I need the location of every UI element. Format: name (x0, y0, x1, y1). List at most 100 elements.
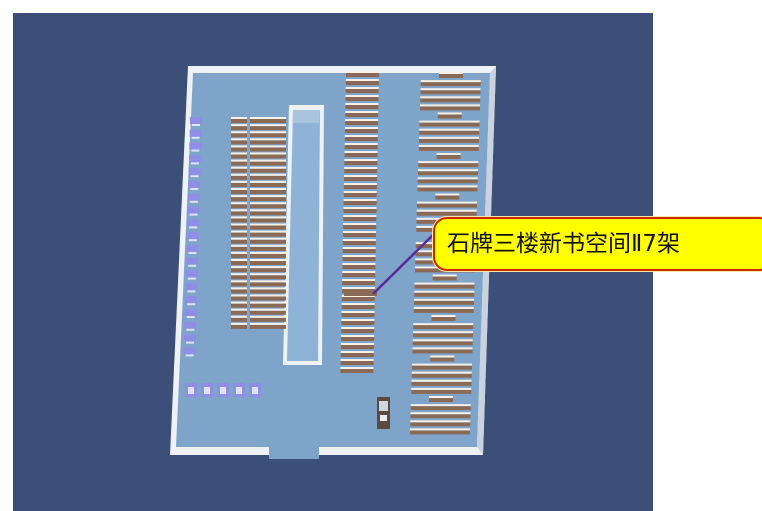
middle-shelf[interactable] (345, 105, 379, 109)
right-shelf[interactable] (430, 357, 455, 362)
left-shelf[interactable] (231, 154, 247, 159)
left-shelf[interactable] (250, 147, 286, 152)
right-shelf[interactable] (413, 333, 473, 338)
left-shelf[interactable] (250, 253, 286, 258)
middle-shelf[interactable] (343, 225, 377, 229)
right-shelf[interactable] (413, 325, 474, 330)
right-shelf[interactable] (437, 114, 462, 119)
left-shelf[interactable] (231, 261, 247, 265)
left-shelf[interactable] (231, 161, 247, 166)
right-shelf[interactable] (410, 414, 471, 419)
middle-shelf[interactable] (341, 337, 375, 341)
right-shelf[interactable] (414, 284, 475, 289)
left-shelf[interactable] (231, 282, 247, 287)
right-shelf[interactable] (411, 381, 472, 386)
middle-shelf[interactable] (343, 209, 377, 213)
middle-shelf[interactable] (345, 81, 379, 85)
middle-shelf[interactable] (341, 305, 375, 309)
right-shelf[interactable] (417, 203, 477, 208)
left-shelf[interactable] (231, 175, 247, 180)
right-shelf[interactable] (418, 146, 479, 151)
middle-shelf[interactable] (341, 313, 375, 317)
left-shelf[interactable] (231, 289, 247, 294)
left-shelf[interactable] (250, 140, 286, 145)
left-shelf[interactable] (250, 296, 286, 301)
left-shelf[interactable] (250, 317, 286, 322)
left-shelf[interactable] (250, 168, 286, 173)
middle-shelf[interactable] (344, 137, 378, 141)
selected-shelf[interactable] (344, 291, 377, 296)
right-shelf[interactable] (439, 74, 463, 78)
right-shelf[interactable] (414, 300, 474, 305)
left-shelf[interactable] (250, 239, 286, 244)
left-shelf[interactable] (231, 168, 247, 173)
shelf-location-callout[interactable]: 石牌三楼新书空间Ⅱ7架 (431, 215, 762, 273)
left-shelf[interactable] (231, 296, 247, 301)
middle-shelf[interactable] (341, 321, 375, 325)
left-shelf[interactable] (231, 239, 247, 244)
left-shelf[interactable] (231, 303, 247, 308)
reading-seat[interactable] (188, 155, 201, 163)
left-shelf[interactable] (250, 175, 286, 180)
left-shelf[interactable] (250, 324, 286, 329)
middle-shelf[interactable] (344, 177, 378, 181)
left-shelf[interactable] (231, 232, 247, 237)
middle-shelf[interactable] (343, 185, 377, 189)
middle-shelf[interactable] (345, 89, 379, 93)
left-shelf[interactable] (250, 154, 286, 159)
left-shelf[interactable] (250, 182, 286, 187)
left-shelf[interactable] (250, 211, 286, 216)
right-shelf[interactable] (410, 430, 470, 435)
left-shelf[interactable] (231, 197, 247, 202)
middle-shelf[interactable] (340, 369, 374, 373)
left-shelf[interactable] (250, 303, 286, 308)
right-shelf[interactable] (420, 90, 481, 95)
middle-shelf[interactable] (341, 297, 375, 301)
right-shelf[interactable] (435, 195, 460, 200)
middle-shelf[interactable] (344, 169, 378, 173)
left-shelf[interactable] (250, 133, 286, 138)
left-shelf[interactable] (250, 282, 286, 287)
reading-seat[interactable] (189, 142, 202, 150)
middle-shelf[interactable] (345, 113, 379, 117)
left-shelf[interactable] (231, 246, 247, 251)
left-shelf[interactable] (231, 225, 247, 230)
reading-seat[interactable] (184, 334, 197, 342)
reading-seat[interactable] (185, 283, 198, 291)
middle-shelf[interactable] (340, 345, 374, 349)
left-shelf[interactable] (231, 218, 247, 223)
left-shelf[interactable] (250, 261, 286, 265)
left-shelf[interactable] (250, 268, 286, 273)
reading-seat[interactable] (189, 129, 202, 137)
left-shelf[interactable] (231, 310, 247, 315)
left-shelf[interactable] (250, 190, 286, 194)
floor-entrance[interactable] (269, 445, 319, 459)
right-shelf[interactable] (411, 389, 472, 394)
right-shelf[interactable] (411, 373, 472, 378)
middle-shelf[interactable] (342, 241, 376, 245)
right-shelf[interactable] (410, 406, 471, 411)
reading-seat[interactable] (187, 206, 200, 214)
middle-shelf[interactable] (345, 121, 379, 125)
middle-shelf[interactable] (344, 161, 378, 165)
reading-seat[interactable] (186, 245, 199, 252)
left-shelf[interactable] (231, 133, 247, 138)
middle-shelf[interactable] (340, 361, 374, 365)
reading-seat[interactable] (188, 181, 201, 188)
right-shelf[interactable] (418, 171, 478, 176)
left-shelf[interactable] (231, 268, 247, 273)
left-shelf[interactable] (231, 211, 247, 216)
middle-shelf[interactable] (343, 217, 377, 221)
left-shelf[interactable] (231, 182, 247, 187)
middle-shelf[interactable] (342, 257, 376, 261)
left-shelf[interactable] (231, 275, 247, 280)
right-shelf[interactable] (420, 82, 481, 87)
reading-seat[interactable] (185, 296, 198, 304)
left-shelf[interactable] (231, 317, 247, 322)
left-shelf[interactable] (231, 324, 247, 329)
left-shelf[interactable] (231, 119, 247, 123)
right-shelf[interactable] (419, 130, 480, 135)
left-shelf[interactable] (250, 161, 286, 166)
middle-shelf[interactable] (342, 249, 376, 253)
right-shelf[interactable] (419, 122, 480, 127)
